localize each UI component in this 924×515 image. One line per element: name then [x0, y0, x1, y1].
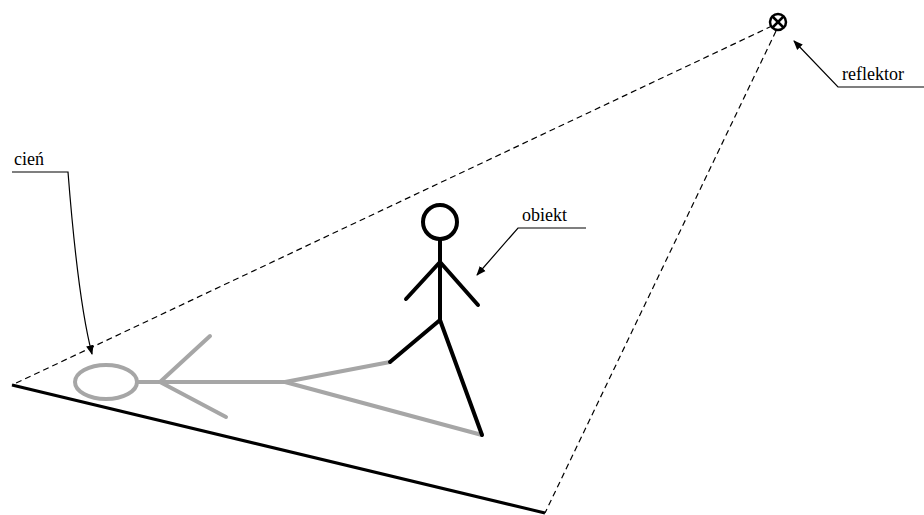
- reflector-label: reflektor: [842, 65, 904, 83]
- object-label: obiekt: [522, 206, 567, 224]
- light-ray: [12, 26, 772, 385]
- stick-figure: [390, 205, 482, 435]
- shadow-label: cień: [14, 150, 44, 168]
- ground-line: [12, 385, 545, 513]
- leader-line: [12, 41, 924, 354]
- light-ray: [545, 31, 776, 513]
- shadow-figure: [75, 336, 482, 435]
- reflector-symbol: [770, 14, 786, 30]
